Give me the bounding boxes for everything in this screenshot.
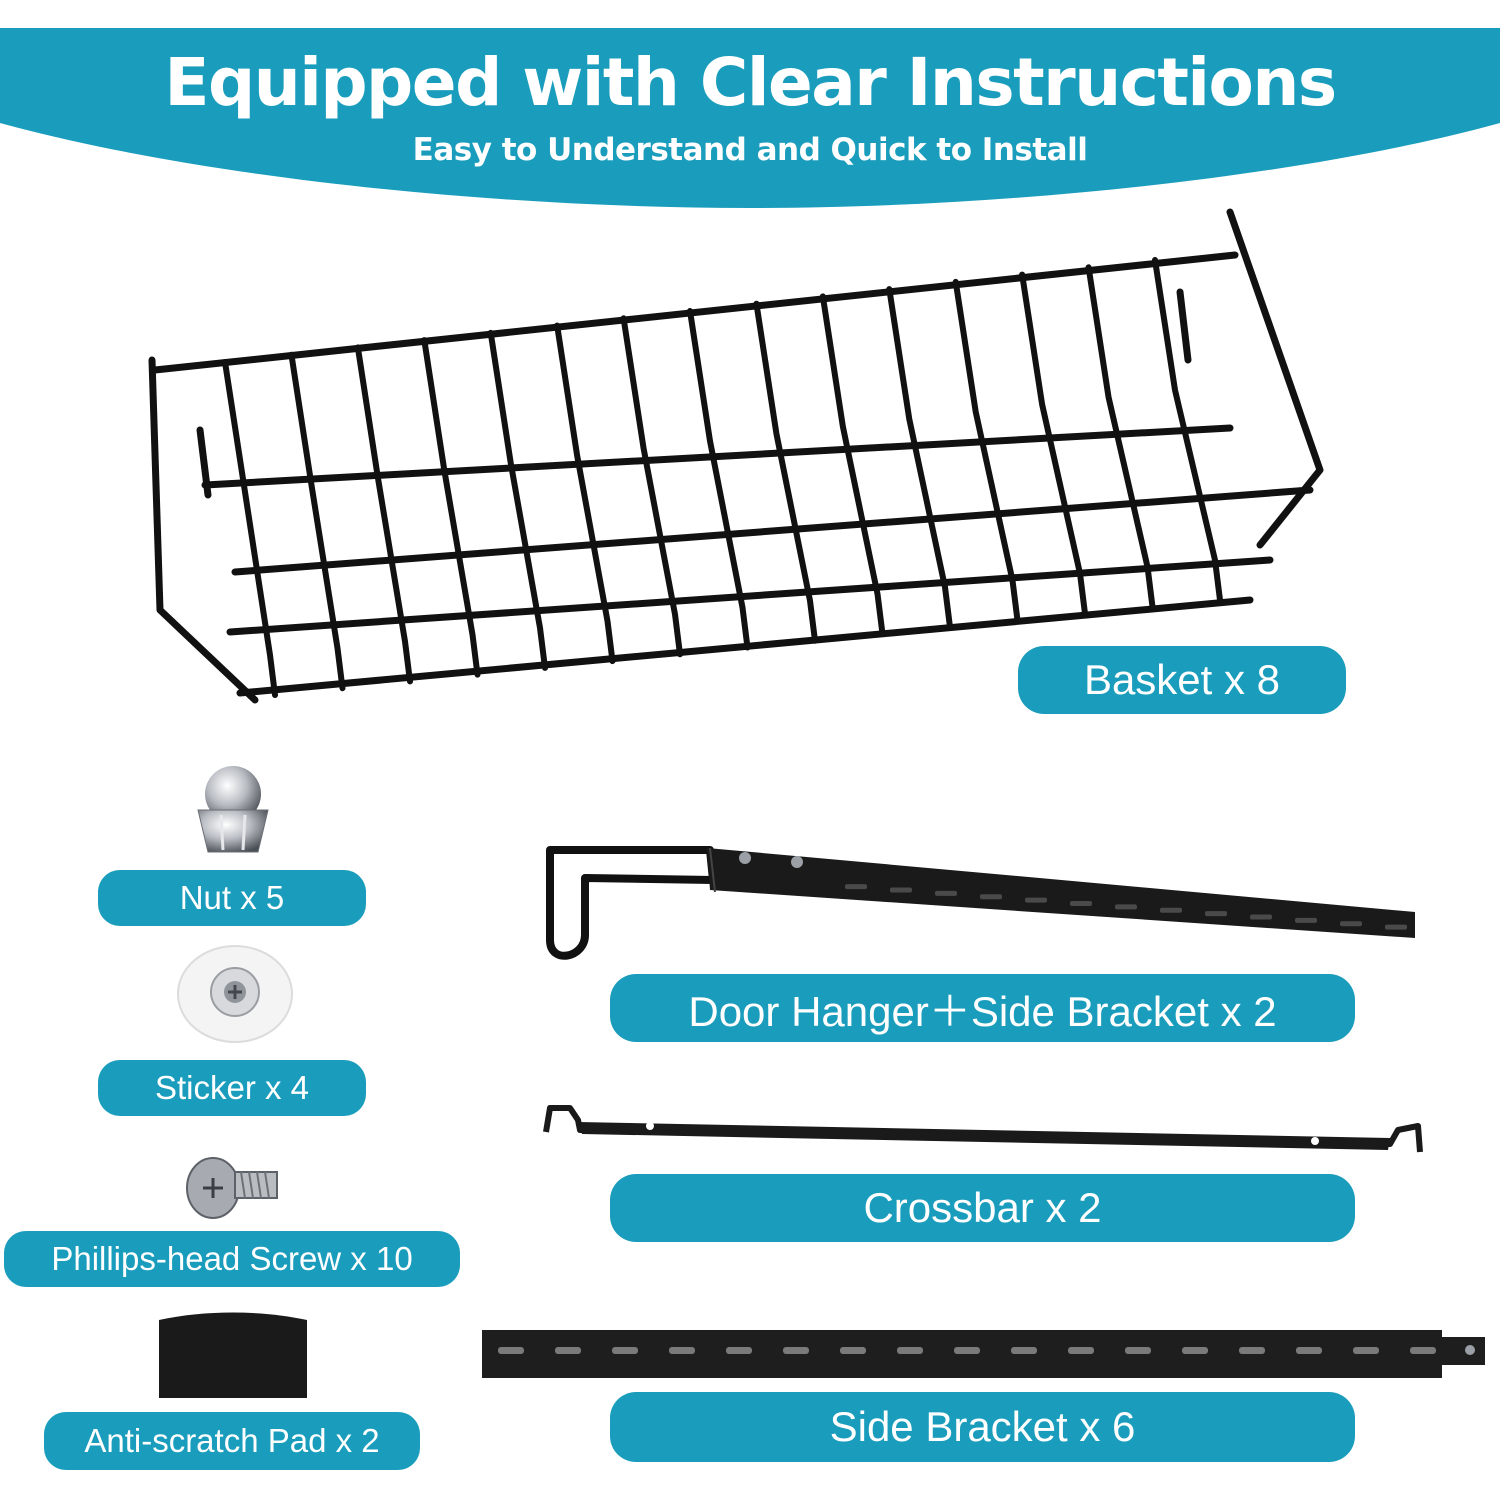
screw-icon [186,1157,278,1219]
page-subtitle: Easy to Understand and Quick to Install [412,132,1088,168]
screw-label: Phillips-head Screw x 10 [4,1231,460,1287]
door-hanger-label: Door Hanger＋Side Bracket x 2 [610,974,1355,1042]
header-band-shape [0,28,1500,208]
door-hanger-bracket-icon [546,846,1415,960]
side-bracket-icon [482,1330,1485,1378]
crossbar-label: Crossbar x 2 [610,1174,1355,1242]
crossbar-icon [543,1105,1423,1153]
header-banner [0,28,1500,218]
foam-pad-icon [159,1312,307,1398]
basket-label: Basket x 8 [1018,646,1346,714]
pad-label: Anti-scratch Pad x 2 [44,1412,420,1470]
adhesive-sticker-icon [177,945,293,1043]
sticker-label: Sticker x 4 [98,1060,366,1116]
wire-basket-icon [148,208,1324,704]
cap-nut-icon [197,766,269,853]
nut-label: Nut x 5 [98,870,366,926]
page-title: Equipped with Clear Instructions [164,44,1337,121]
side-bracket-label: Side Bracket x 6 [610,1392,1355,1462]
